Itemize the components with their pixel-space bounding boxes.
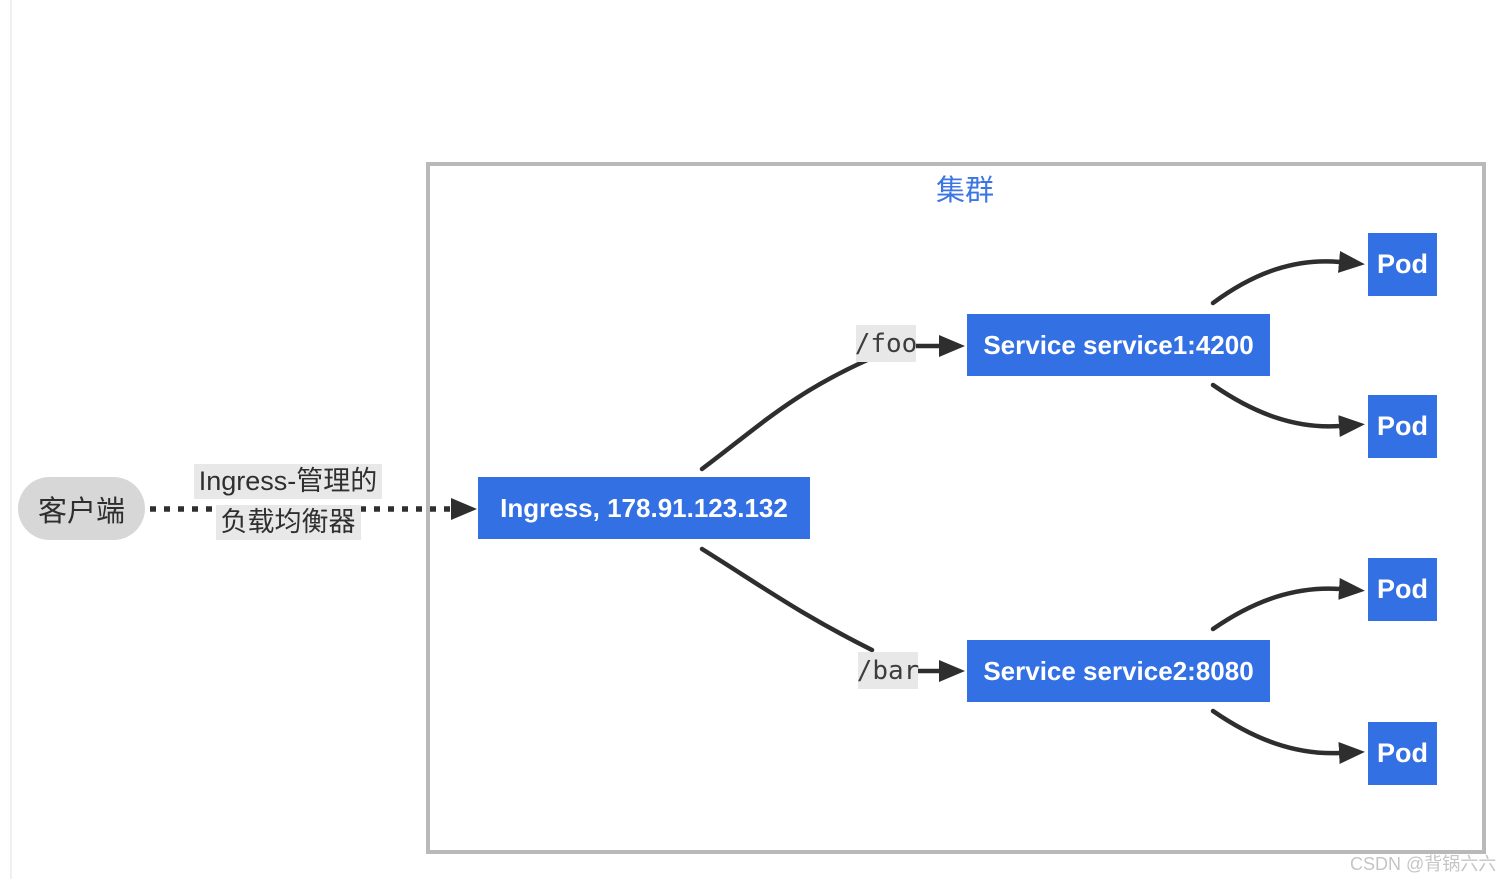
route-path-bar: /bar	[857, 652, 919, 689]
service2-node: Service service2:8080	[967, 640, 1270, 702]
connector-service2-to-pod3	[1210, 577, 1365, 632]
cluster-label: 集群	[935, 175, 994, 207]
csdn-watermark: CSDN @背锅六六	[1350, 854, 1497, 874]
load-balancer-caption-line1: Ingress-管理的	[193, 464, 383, 499]
connector-service2-to-pod4	[1210, 708, 1365, 765]
connector-ingress-to-bar	[699, 546, 875, 653]
connector-service1-to-pod1	[1210, 250, 1365, 306]
load-balancer-caption-line2: 负载均衡器	[215, 505, 361, 540]
pod-node-2: Pod	[1368, 395, 1437, 458]
pod-node-4: Pod	[1368, 722, 1437, 785]
ingress-node: Ingress, 178.91.123.132	[478, 477, 810, 539]
client-label: 客户端	[37, 495, 125, 528]
cluster-boundary	[426, 162, 1486, 854]
pod-node-1: Pod	[1368, 233, 1437, 296]
connector-service1-to-pod2	[1210, 382, 1365, 438]
client-node: 客户端	[18, 477, 145, 540]
connector-ingress-to-foo	[699, 354, 877, 472]
pod-node-3: Pod	[1368, 558, 1437, 621]
route-path-foo: /foo	[855, 325, 917, 362]
page-edge-divider	[10, 0, 12, 879]
service1-node: Service service1:4200	[967, 314, 1270, 376]
load-balancer-caption: Ingress-管理的 负载均衡器	[166, 464, 410, 540]
